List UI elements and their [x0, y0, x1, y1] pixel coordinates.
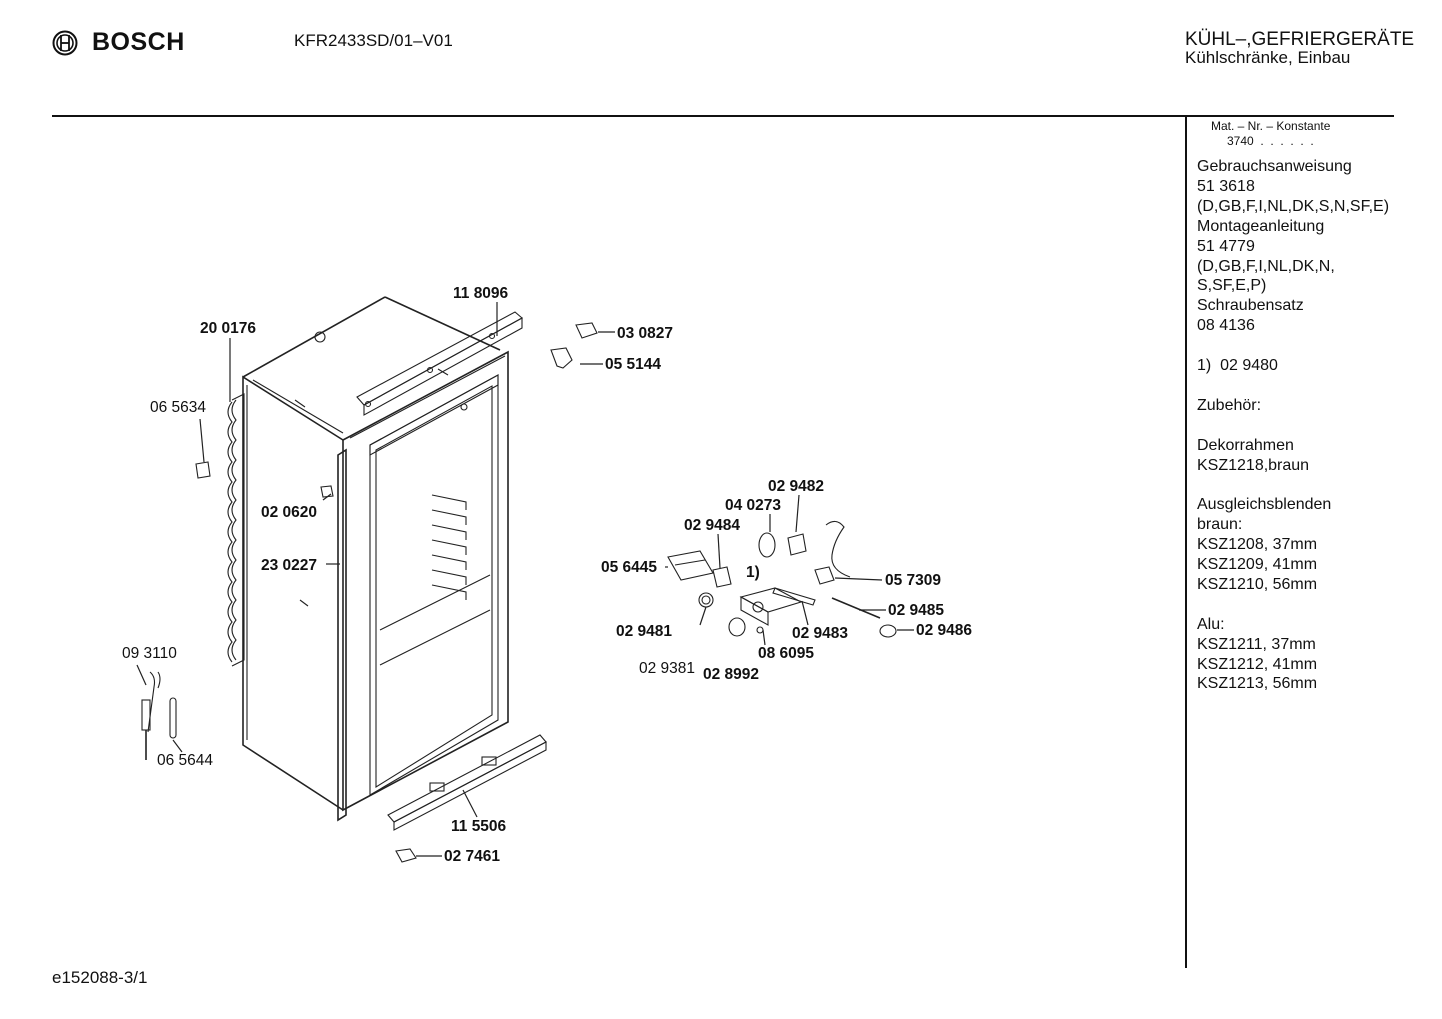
part-label-200176: 20 0176 [200, 320, 256, 337]
sidebar-spacer [1197, 475, 1437, 495]
part-label-029483: 02 9483 [792, 625, 848, 642]
sidebar-line: Schraubensatz [1197, 297, 1304, 315]
part-label-029485: 02 9485 [888, 602, 944, 619]
model-number: KFR2433SD/01–V01 [294, 31, 453, 50]
category-title: KÜHL–,GEFRIERGERÄTE [1185, 29, 1415, 50]
sidebar-line: (D,GB,F,I,NL,DK,N, [1197, 257, 1335, 275]
part-label-040273: 04 0273 [725, 497, 781, 514]
part-label-029381: 02 9381 [639, 660, 695, 677]
part-label-065634: 06 5634 [150, 399, 206, 416]
part-label-115506: 11 5506 [451, 818, 507, 835]
sidebar-line: braun: [1197, 516, 1243, 534]
brand-name: BOSCH [92, 28, 185, 56]
mat-nr-value: 3740 . . . . . . [1227, 134, 1314, 148]
part-labels: 11 8096 20 0176 03 0827 05 5144 06 5634 … [122, 285, 972, 865]
sidebar-line: KSZ1210, 56mm [1197, 575, 1318, 593]
thermostat-assembly-drawing [667, 520, 897, 638]
sidebar-line: KSZ1208, 37mm [1197, 536, 1318, 554]
footer-code: e152088-3/1 [52, 968, 148, 987]
sidebar-line: Dekorrahmen [1197, 436, 1294, 454]
sidebar-line: Montageanleitung [1197, 217, 1325, 235]
sidebar-line: 51 4779 [1197, 237, 1255, 255]
sidebar-line: 51 3618 [1197, 177, 1255, 195]
sidebar-line: 1) 02 9480 [1197, 357, 1278, 375]
header-divider [52, 115, 1394, 117]
part-label-027461: 02 7461 [444, 848, 500, 865]
sidebar-line: S,SF,E,P) [1197, 277, 1267, 295]
part-label-086095: 08 6095 [758, 645, 814, 662]
sidebar-line: KSZ1211, 37mm [1197, 635, 1316, 653]
cabinet-drawing [227, 296, 509, 822]
sidebar-line: 08 4136 [1197, 317, 1255, 335]
sidebar-spacer [1197, 416, 1437, 436]
part-label-028992: 02 8992 [703, 666, 759, 683]
leader-lines [136, 302, 914, 857]
part-label-057309: 05 7309 [885, 572, 941, 589]
part-label-029481: 02 9481 [616, 623, 672, 640]
sidebar-line: KSZ1209, 41mm [1197, 556, 1318, 574]
sidebar-line: Gebrauchsanweisung [1197, 158, 1352, 175]
category-subtitle: Kühlschränke, Einbau [1185, 48, 1351, 67]
top-rail-drawing [356, 311, 523, 416]
part-label-056445: 05 6445 [601, 559, 657, 576]
sidebar-spacer [1197, 376, 1437, 396]
part-label-029486: 02 9486 [916, 622, 972, 639]
sidebar: Mat. – Nr. – Konstante 3740 . . . . . . … [1197, 119, 1437, 694]
part-label-093110: 09 3110 [122, 645, 177, 662]
sidebar-line: (D,GB,F,I,NL,DK,S,N,SF,E) [1197, 197, 1390, 215]
exploded-parts-diagram: 11 8096 20 0176 03 0827 05 5144 06 5634 … [122, 285, 972, 865]
bottom-rail-drawing [387, 734, 547, 831]
part-label-055144: 05 5144 [605, 356, 661, 373]
sidebar-spacer [1197, 595, 1437, 615]
bosch-logo-icon [52, 30, 78, 55]
part-label-020620: 02 0620 [261, 504, 317, 521]
sidebar-line: KSZ1212, 41mm [1197, 655, 1318, 673]
note-label-1: 1) [746, 564, 760, 581]
sidebar-line: KSZ1218,braun [1197, 456, 1310, 474]
part-label-029484: 02 9484 [684, 517, 740, 534]
part-label-230227: 23 0227 [261, 557, 317, 574]
part-label-118096: 11 8096 [453, 285, 509, 302]
brand: BOSCH [52, 28, 185, 57]
small-parts-drawing [141, 322, 598, 863]
sidebar-divider [1185, 116, 1187, 968]
sidebar-line: Ausgleichsblenden [1197, 496, 1332, 514]
sidebar-spacer [1197, 336, 1437, 356]
part-label-065644: 06 5644 [157, 752, 213, 769]
part-label-029482: 02 9482 [768, 478, 824, 495]
sidebar-line: Alu: [1197, 615, 1225, 633]
part-label-030827: 03 0827 [617, 325, 673, 342]
sidebar-line: Zubehör: [1197, 396, 1262, 414]
mat-nr-label: Mat. – Nr. – Konstante [1211, 119, 1331, 133]
sidebar-line: KSZ1213, 56mm [1197, 675, 1318, 693]
